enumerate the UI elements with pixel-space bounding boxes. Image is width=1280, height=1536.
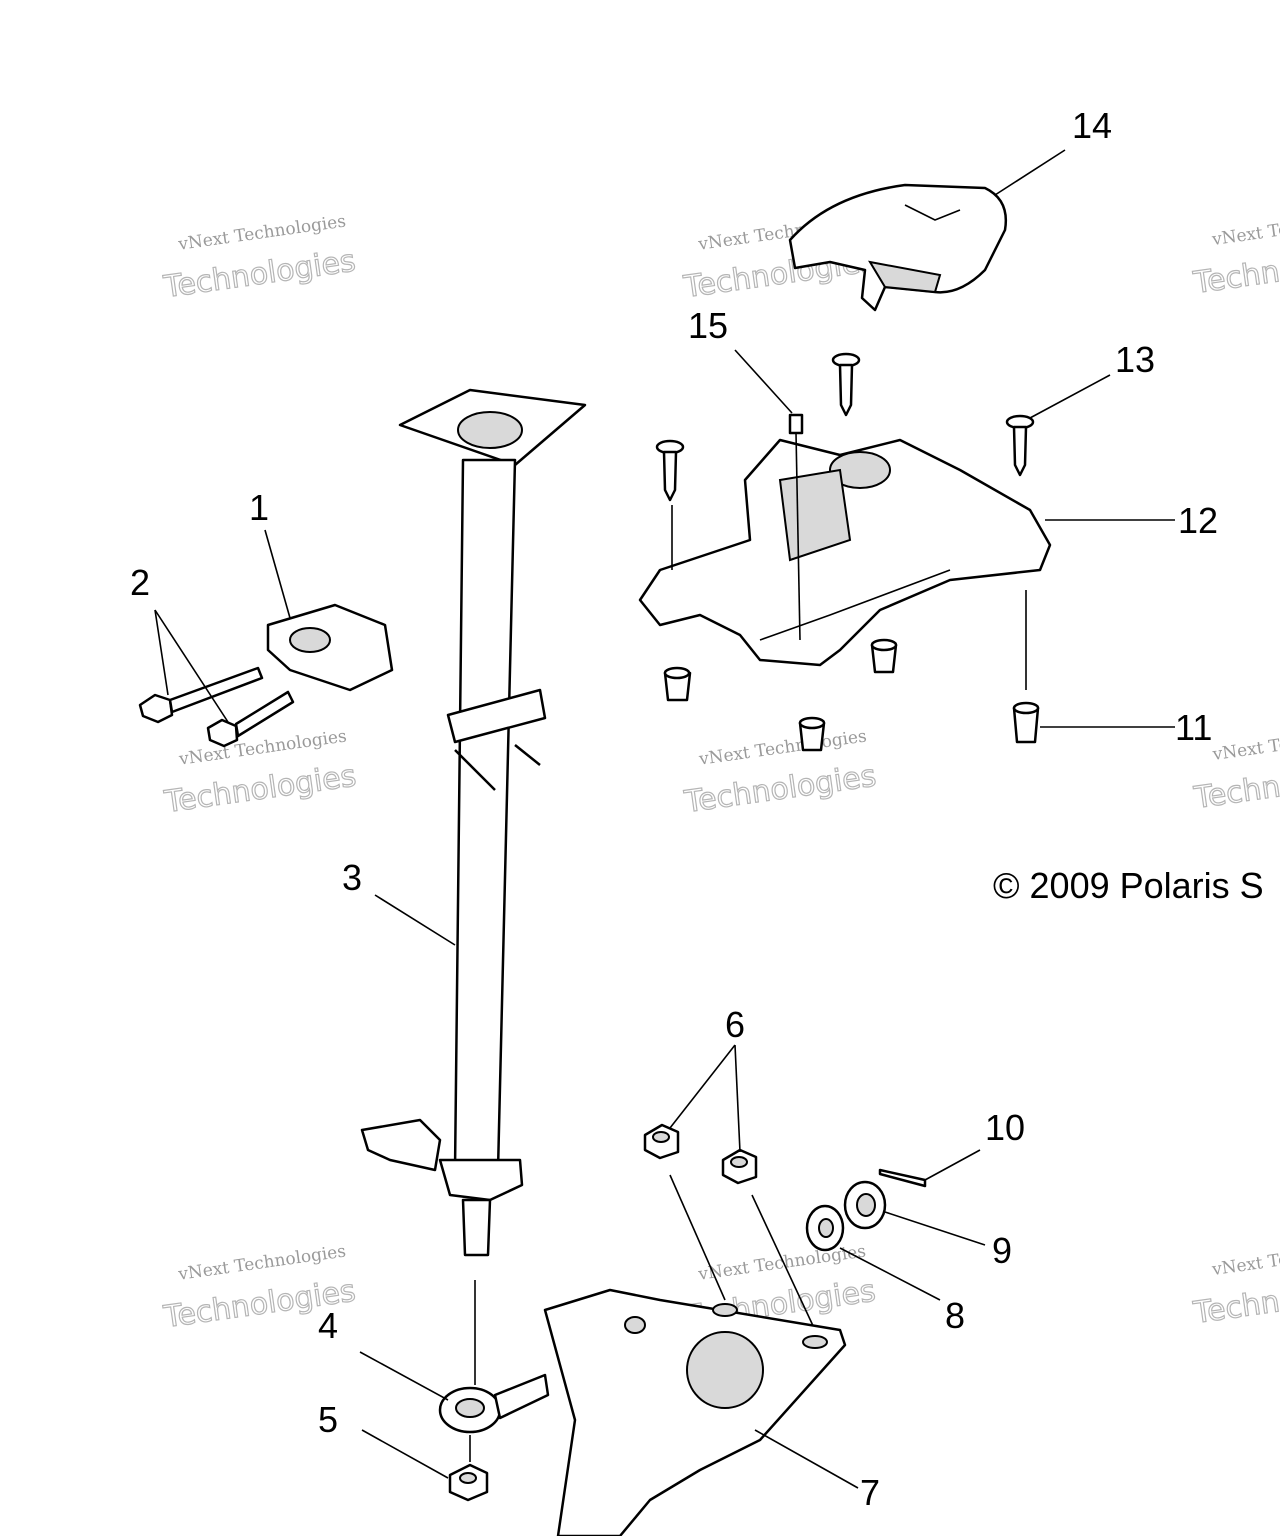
- copyright-text: © 2009 Polaris S: [993, 865, 1264, 906]
- watermark-group: vNext Technologies Technologies: [681, 726, 879, 820]
- part-1-clamp: [266, 603, 394, 692]
- watermark-line1: vNext Technologies: [1210, 1237, 1280, 1280]
- watermark-group: vNext Technologies Technologies: [161, 726, 359, 820]
- part-7-lower-bracket: [543, 1288, 847, 1536]
- part-11-nuts: [663, 638, 1040, 752]
- part-14-cover: [788, 183, 1008, 312]
- part-3-steering-post: [360, 388, 587, 1257]
- part-6-nuts: [643, 1123, 816, 1331]
- callouts: 1 2 3 4 5 6 7 8 9 10 11 12 13 14 15: [130, 105, 1218, 1513]
- callout-10: 10: [985, 1107, 1025, 1148]
- watermark-group-edge: vNext Technologies Technologies: [1190, 1237, 1280, 1332]
- part-10-cotter-pin: [878, 1168, 927, 1188]
- callout-9: 9: [992, 1230, 1012, 1271]
- part-9-flange-nut: [843, 1180, 887, 1230]
- part-2-bolts: [138, 666, 295, 748]
- part-12-bracket: [638, 438, 1052, 667]
- callout-5: 5: [318, 1399, 338, 1440]
- callout-11: 11: [1175, 707, 1212, 748]
- watermark-group: vNext Technologies Technologies: [160, 211, 358, 305]
- part-15-screw: [788, 413, 804, 641]
- callout-3: 3: [342, 857, 362, 898]
- callout-1: 1: [249, 487, 269, 528]
- watermark-line1: vNext Technologies: [1211, 722, 1280, 765]
- part-5-nut: [448, 1435, 489, 1502]
- part-4-rod-end: [438, 1280, 550, 1434]
- part-8-washer: [805, 1204, 845, 1252]
- part-13-screws: [655, 352, 1035, 690]
- callout-8: 8: [945, 1295, 965, 1336]
- watermark-line2: Technologies: [1191, 1269, 1280, 1331]
- leader-lines: [154, 149, 1175, 1489]
- callout-4: 4: [318, 1305, 338, 1346]
- callout-7: 7: [860, 1472, 880, 1513]
- watermark-group-edge: vNext Technologies Technologies: [1190, 207, 1280, 302]
- watermark-line2: Technologies: [1191, 754, 1280, 816]
- callout-15: 15: [688, 305, 728, 346]
- callout-2: 2: [130, 562, 150, 603]
- watermark-line1: vNext Technologies: [1210, 207, 1280, 250]
- callout-13: 13: [1115, 339, 1155, 380]
- callout-12: 12: [1178, 500, 1218, 541]
- callout-6: 6: [725, 1004, 745, 1045]
- watermark-line2: Technologies: [1191, 239, 1280, 301]
- callout-14: 14: [1072, 105, 1112, 146]
